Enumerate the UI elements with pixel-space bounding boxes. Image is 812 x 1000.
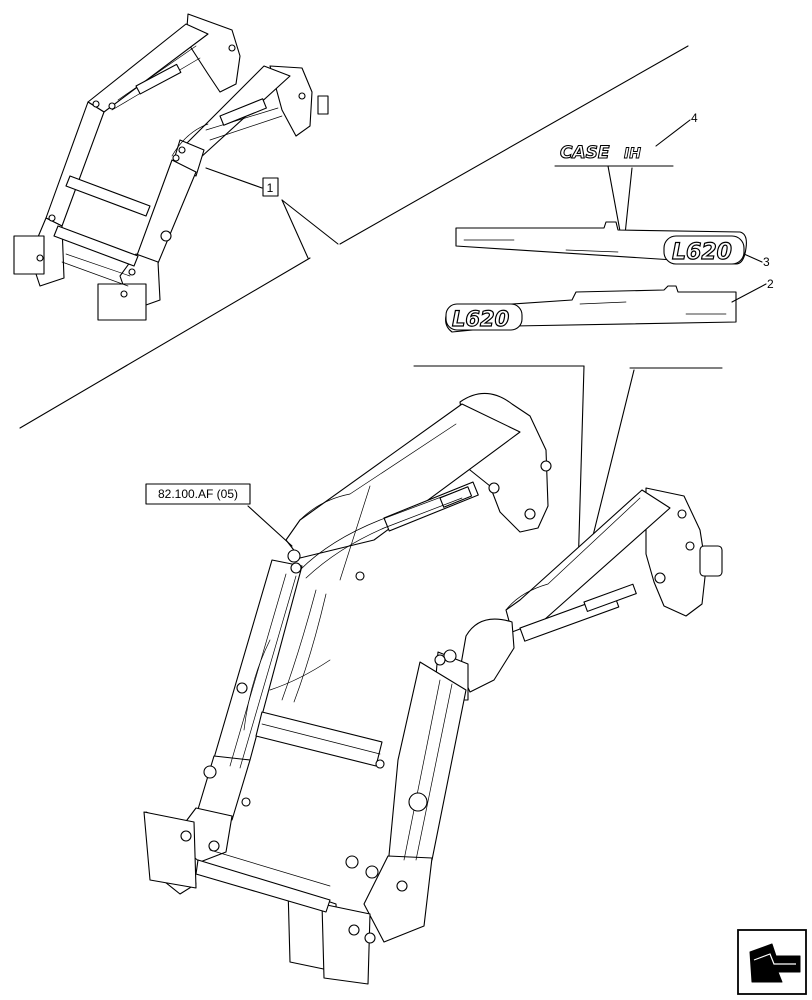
callout-label-3: 3	[763, 255, 770, 269]
loader-thumbnail	[13, 13, 329, 321]
brand-decal-mark: IH	[624, 146, 641, 162]
callout-item-1: 1	[205, 167, 339, 259]
callout-item-3: 3	[743, 253, 770, 269]
brand-decal: CASE IH	[554, 142, 674, 167]
loader-main-drawing	[143, 392, 723, 985]
callout-item-2: 2	[731, 277, 774, 303]
reference-callout: 82.100.AF (05)	[145, 483, 293, 547]
callout-label-1: 1	[267, 181, 274, 195]
next-page-button[interactable]	[737, 929, 807, 995]
callout-label-2: 2	[767, 277, 774, 291]
callout-item-4: 4	[607, 111, 698, 245]
reference-label: 82.100.AF (05)	[158, 487, 238, 501]
model-decal-left: L620	[452, 307, 509, 331]
callout-label-4: 4	[691, 111, 698, 125]
section-divider	[19, 45, 689, 429]
model-decal-right: L620	[672, 240, 732, 265]
decal-strip-right: L620	[455, 221, 747, 266]
next-page-arrow-icon	[749, 943, 801, 983]
decal-strip-left: L620	[445, 285, 737, 333]
brand-decal-text: CASE	[560, 143, 610, 163]
